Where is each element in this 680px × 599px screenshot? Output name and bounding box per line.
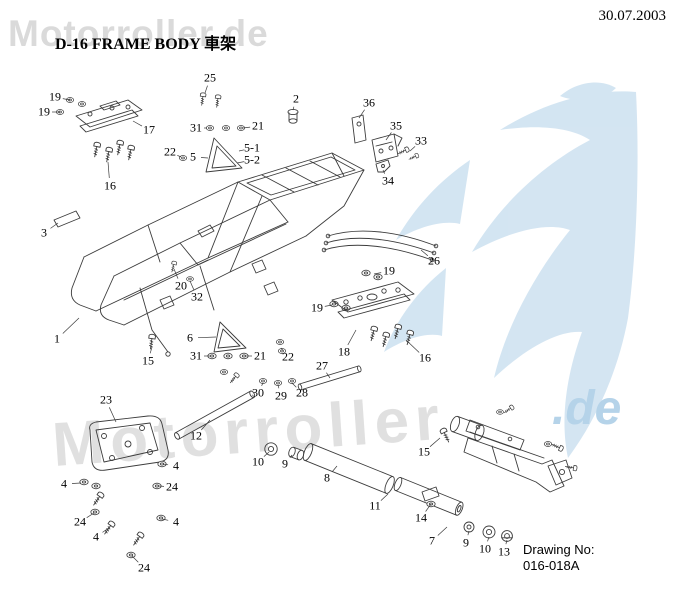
plate-23-drawing	[89, 415, 169, 471]
watermark-logo-de: .de	[552, 382, 621, 435]
tube-11-drawing	[393, 476, 464, 516]
rod-27-drawing	[297, 365, 362, 391]
watermark-top: Motorroller.de	[8, 13, 269, 54]
bracket-35-drawing	[371, 133, 403, 163]
bracket-14-drawing	[421, 486, 440, 502]
cables-26-drawing	[321, 230, 439, 263]
frame-drawing	[70, 152, 365, 357]
plate-6-drawing	[213, 321, 247, 353]
part-2-drawing	[287, 108, 299, 124]
watermark-bottom: Motorroller	[50, 384, 447, 480]
bracket-17-drawing	[75, 99, 143, 133]
drawing-no: Drawing No: 016-018A	[523, 542, 595, 573]
drawing-no-value: 016-018A	[523, 557, 580, 573]
bracket-36-drawing	[351, 114, 367, 144]
line-art	[53, 92, 578, 559]
date: 30.07.2003	[598, 8, 667, 24]
swingarm-drawing	[449, 415, 573, 493]
plate-5-drawing	[205, 137, 243, 173]
motorroller-bird-watermark	[384, 82, 638, 458]
page-title: D-16 FRAME BODY 車架	[55, 36, 237, 53]
drawing-no-label: Drawing No:	[523, 542, 595, 557]
nut-13-drawing	[501, 530, 513, 542]
bracket-34-drawing	[375, 159, 391, 173]
rod-12-drawing	[174, 390, 256, 440]
part-3-drawing	[53, 210, 81, 228]
tube-8-drawing	[302, 443, 395, 494]
bracket-18-drawing	[331, 281, 415, 319]
